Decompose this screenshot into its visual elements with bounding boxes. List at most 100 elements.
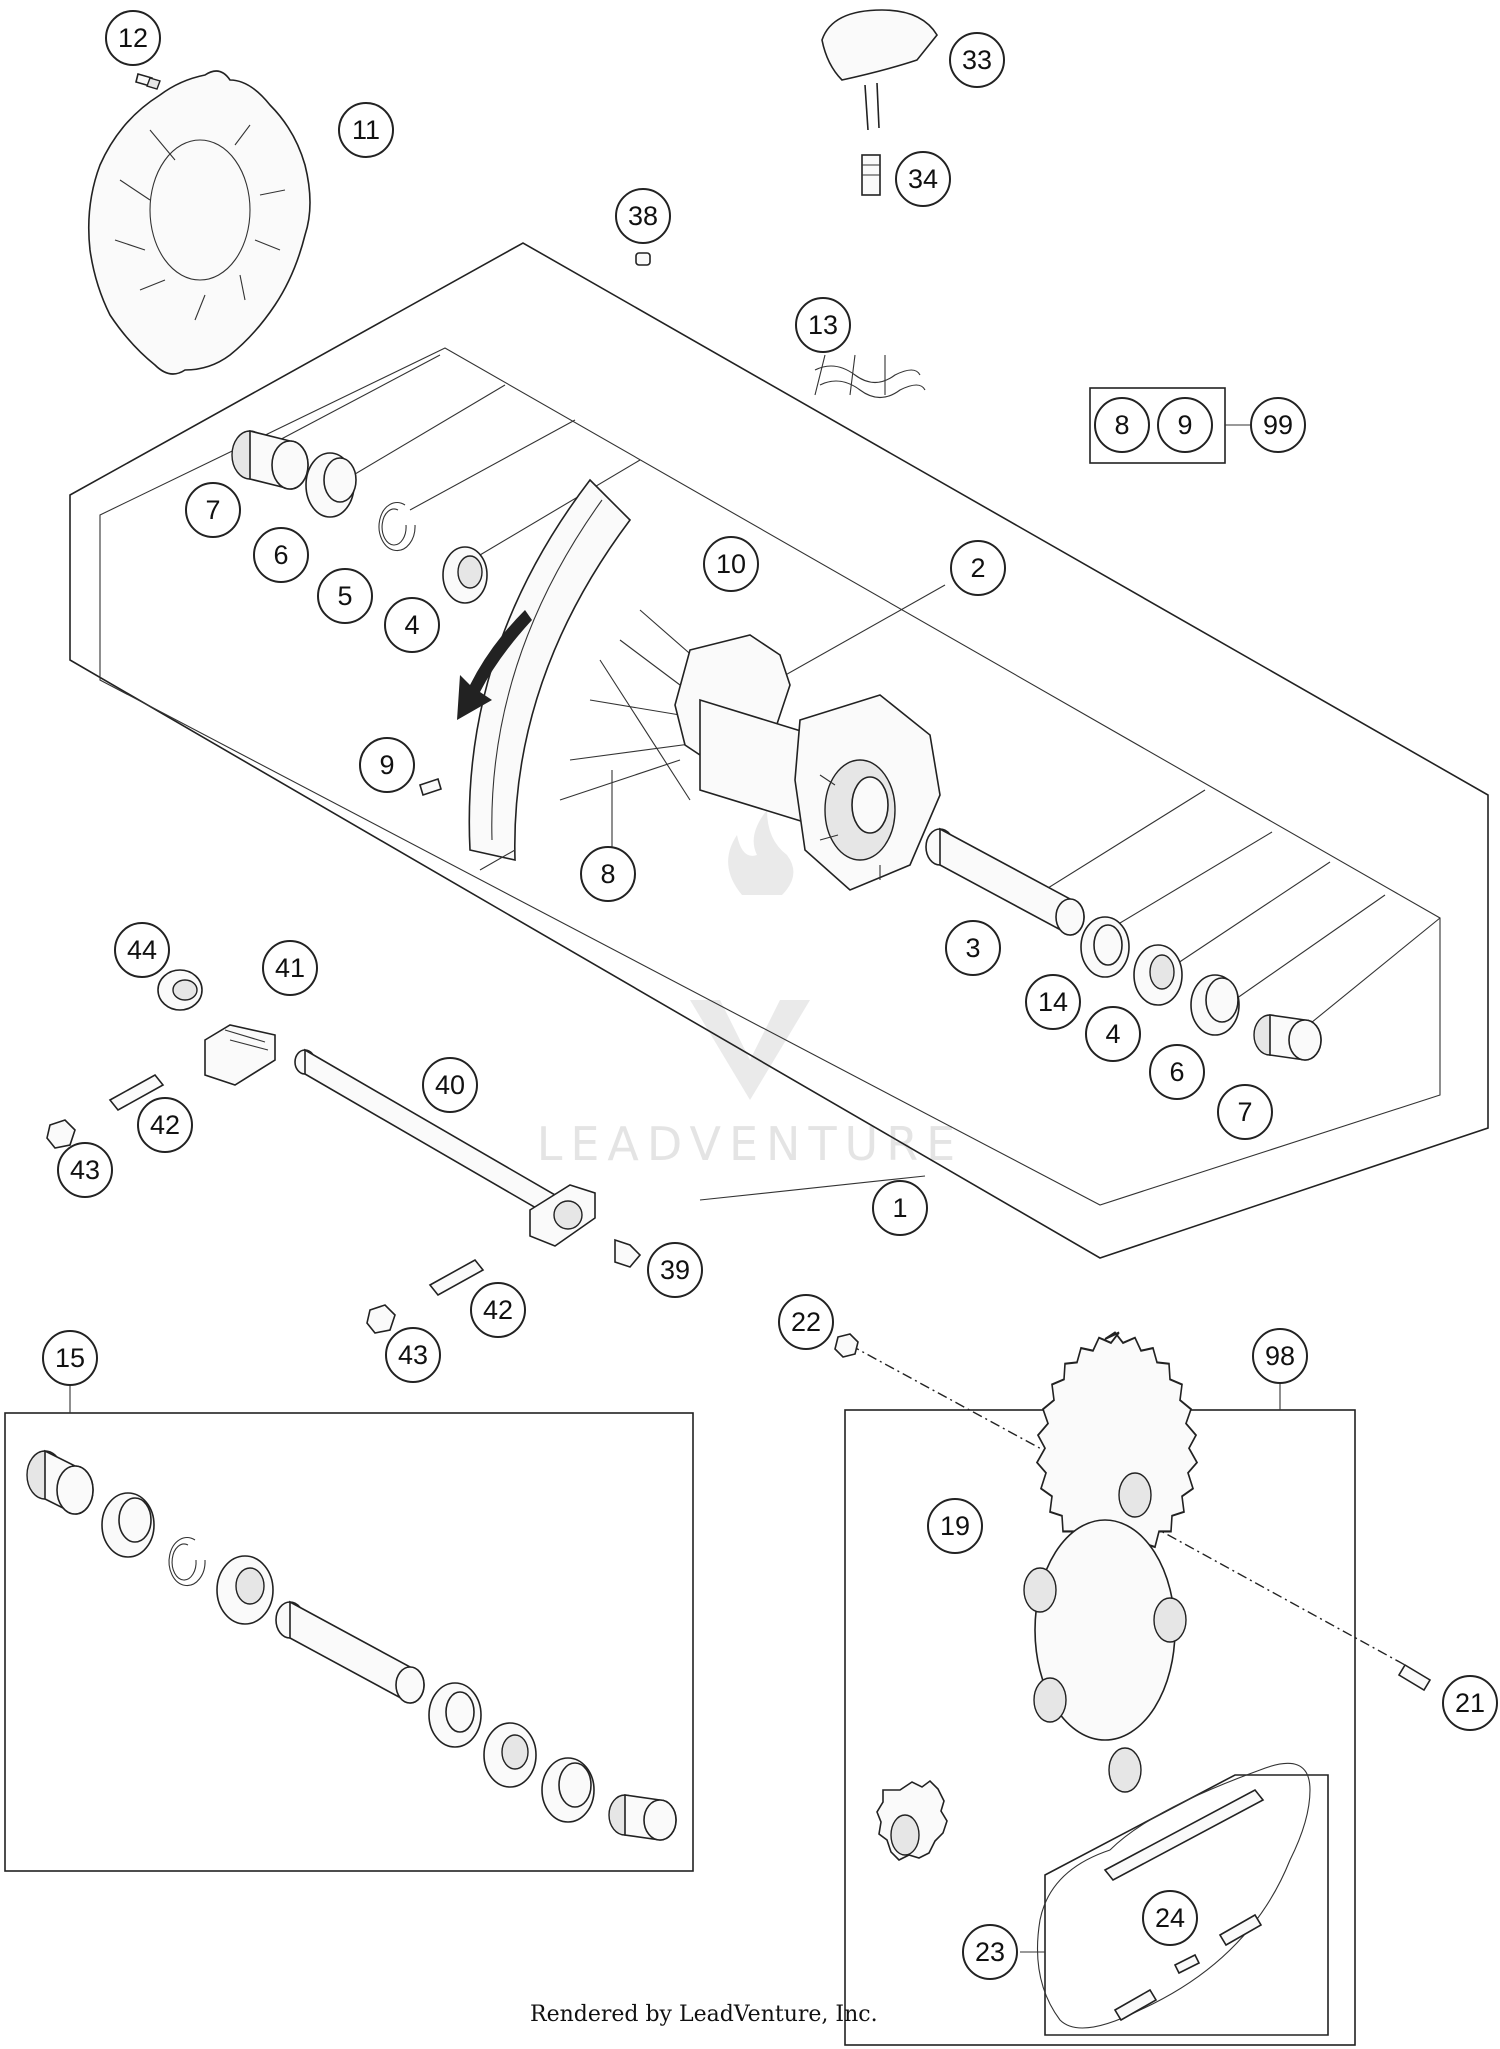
svg-text:5: 5 xyxy=(337,581,352,611)
callout-15: 15 xyxy=(42,1330,98,1386)
svg-text:9: 9 xyxy=(1177,410,1192,440)
chain-box xyxy=(1044,1774,1329,2036)
watermark-text: LEADVENTURE xyxy=(537,1117,964,1171)
callout-14: 14 xyxy=(1025,974,1081,1030)
spacer-right xyxy=(1253,1014,1322,1061)
svg-text:41: 41 xyxy=(275,953,305,983)
bolt-axis-line xyxy=(849,1344,1081,1471)
bearing-left xyxy=(442,546,488,604)
callout-8b: 8 xyxy=(1094,397,1150,453)
svg-text:15: 15 xyxy=(55,1343,85,1373)
render-credit: Rendered by LeadVenture, Inc. xyxy=(530,2002,878,2027)
svg-text:42: 42 xyxy=(483,1295,513,1325)
callout-2: 2 xyxy=(950,540,1006,596)
callout-39: 39 xyxy=(647,1242,703,1298)
callout-44: 44 xyxy=(114,922,170,978)
small-plug-part xyxy=(635,252,651,266)
svg-text:6: 6 xyxy=(1169,1057,1184,1087)
callout-3: 3 xyxy=(945,920,1001,976)
svg-text:10: 10 xyxy=(716,549,746,579)
svg-text:7: 7 xyxy=(1237,1097,1252,1127)
callout-34: 34 xyxy=(895,151,951,207)
callout-38: 38 xyxy=(615,188,671,244)
svg-text:43: 43 xyxy=(398,1340,428,1370)
svg-text:8: 8 xyxy=(600,859,615,889)
front-sprocket xyxy=(876,1779,948,1861)
callout-13: 13 xyxy=(795,297,851,353)
chain-adjuster-left xyxy=(204,1024,276,1086)
callout-33: 33 xyxy=(949,32,1005,88)
svg-text:38: 38 xyxy=(628,201,658,231)
callout-99: 99 xyxy=(1250,397,1306,453)
seal-right xyxy=(1190,974,1240,1036)
callout-9b: 9 xyxy=(1157,397,1213,453)
callout-43b: 43 xyxy=(385,1327,441,1383)
svg-text:11: 11 xyxy=(352,115,380,145)
wheel-assembly-box xyxy=(69,242,1489,1259)
callout-10: 10 xyxy=(703,536,759,592)
svg-text:39: 39 xyxy=(660,1255,690,1285)
callout-8a: 8 xyxy=(580,846,636,902)
disc-bolt xyxy=(135,73,161,90)
bearing-kit-parts xyxy=(26,1449,677,1841)
rotation-arrow xyxy=(457,610,532,720)
svg-text:7: 7 xyxy=(205,495,220,525)
svg-text:19: 19 xyxy=(940,1511,970,1541)
svg-text:44: 44 xyxy=(127,935,157,965)
leader-lines xyxy=(269,354,1441,1201)
svg-text:4: 4 xyxy=(1105,1019,1120,1049)
spacer-left xyxy=(231,429,309,490)
sprocket-bolt xyxy=(1397,1663,1432,1692)
valve-stem-part xyxy=(861,154,881,196)
wheel-assembly-inner-box xyxy=(99,347,1441,1206)
valve-cap-part xyxy=(821,9,938,131)
spoke-set xyxy=(814,354,926,399)
callout-42a: 42 xyxy=(137,1097,193,1153)
callout-9a: 9 xyxy=(359,737,415,793)
svg-text:2: 2 xyxy=(970,553,985,583)
small-screw xyxy=(419,777,442,797)
svg-text:21: 21 xyxy=(1455,1688,1485,1718)
callout-98: 98 xyxy=(1252,1328,1308,1384)
svg-text:9: 9 xyxy=(379,750,394,780)
svg-text:1: 1 xyxy=(892,1193,907,1223)
svg-text:4: 4 xyxy=(404,610,419,640)
circlip-left xyxy=(378,502,416,552)
svg-text:6: 6 xyxy=(273,540,288,570)
chain xyxy=(1036,1762,1311,2029)
callout-7b: 7 xyxy=(1217,1084,1273,1140)
callout-badges: 1 2 3 4 4 5 6 6 7 7 8 8 9 9 10 11 12 13 … xyxy=(42,10,1498,1980)
svg-text:42: 42 xyxy=(150,1110,180,1140)
svg-text:3: 3 xyxy=(965,933,980,963)
svg-text:24: 24 xyxy=(1155,1903,1185,1933)
callout-19: 19 xyxy=(927,1498,983,1554)
adjuster-nut-right xyxy=(366,1304,396,1334)
callout-24: 24 xyxy=(1142,1890,1198,1946)
svg-text:13: 13 xyxy=(808,310,838,340)
adjuster-screw-right xyxy=(428,1258,485,1297)
callout-22: 22 xyxy=(778,1294,834,1350)
bearing-kit-box xyxy=(4,1412,694,1872)
svg-text:33: 33 xyxy=(962,45,992,75)
svg-text:12: 12 xyxy=(118,23,148,53)
callout-4b: 4 xyxy=(1085,1006,1141,1062)
svg-text:34: 34 xyxy=(908,164,938,194)
svg-text:40: 40 xyxy=(435,1070,465,1100)
seal-left xyxy=(305,452,357,518)
adjuster-screw-left xyxy=(108,1073,165,1112)
brake-disc xyxy=(88,70,311,375)
callout-11: 11 xyxy=(338,102,394,158)
svg-text:8: 8 xyxy=(1114,410,1129,440)
svg-text:99: 99 xyxy=(1263,410,1293,440)
bleeder-screw xyxy=(614,1238,642,1268)
callout-5: 5 xyxy=(317,568,373,624)
distance-ring-right xyxy=(1080,916,1130,978)
sprocket-nut xyxy=(834,1333,859,1358)
callout-42b: 42 xyxy=(470,1282,526,1338)
svg-text:22: 22 xyxy=(791,1307,821,1337)
chain-adjuster-right xyxy=(529,1184,596,1247)
callout-40: 40 xyxy=(422,1057,478,1113)
rear-sprocket xyxy=(1023,1331,1199,1793)
axle-nut xyxy=(157,969,203,1011)
